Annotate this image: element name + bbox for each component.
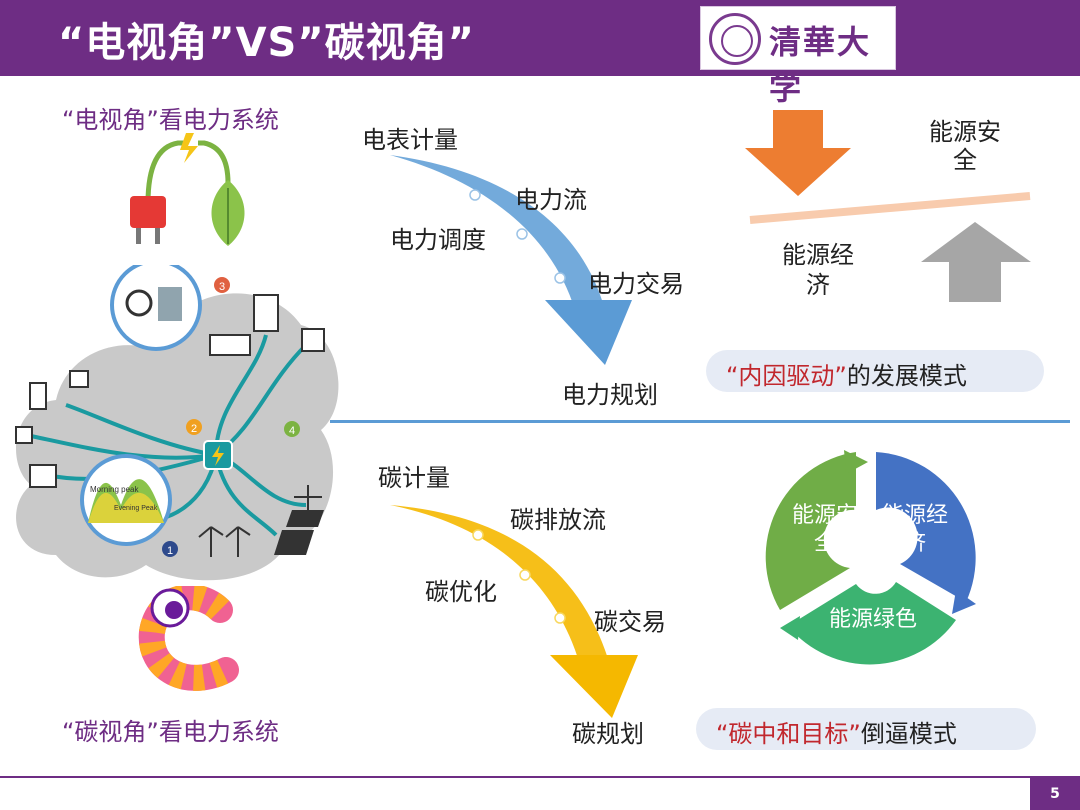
morning-peak-label: Morning peak bbox=[90, 485, 139, 494]
energy-cycle-diagram bbox=[765, 450, 976, 665]
flow-top-step-1: 电力流 bbox=[515, 186, 587, 214]
seal-icon bbox=[709, 13, 761, 65]
energy-economy-label: 能源经济 bbox=[782, 241, 854, 299]
logo-text: 清華大学 bbox=[769, 23, 872, 107]
badge-3: 3 bbox=[219, 281, 225, 293]
tsinghua-logo: 清華大学 bbox=[700, 6, 896, 107]
flow-bottom-start: 碳计量 bbox=[378, 464, 450, 492]
plug-leaf-icon bbox=[130, 133, 245, 246]
flow-top-step-2: 电力调度 bbox=[390, 226, 486, 254]
bottom-mode-pill: “碳中和目标”倒逼模式 bbox=[696, 708, 1036, 750]
page-number: 5 bbox=[1030, 778, 1080, 810]
badge-2: 2 bbox=[191, 423, 197, 435]
top-mode-highlight: “内因驱动” bbox=[726, 362, 847, 390]
cycle-energy-green: 能源绿色 bbox=[828, 607, 917, 632]
top-mode-pill: “内因驱动”的发展模式 bbox=[706, 350, 1044, 392]
flow-top-start: 电表计量 bbox=[362, 126, 458, 154]
flow-bottom-step-1: 碳排放流 bbox=[510, 506, 606, 534]
carbon-mascot-icon bbox=[138, 586, 239, 691]
carbon-view-label: “碳视角”看电力系统 bbox=[62, 718, 279, 746]
section-divider bbox=[330, 420, 1070, 423]
flow-bottom-end: 碳规划 bbox=[572, 720, 644, 748]
balance-diagram bbox=[745, 110, 1031, 302]
footer-line bbox=[0, 776, 1080, 778]
electric-view-label: “电视角”看电力系统 bbox=[62, 106, 279, 134]
bottom-mode-rest: 倒逼模式 bbox=[860, 720, 957, 748]
flow-top-end: 电力规划 bbox=[562, 381, 658, 409]
electric-flow-arrow bbox=[390, 155, 632, 365]
carbon-flow-arrow bbox=[390, 505, 638, 718]
cycle-energy-economy: 能源经济 bbox=[882, 503, 949, 556]
top-mode-rest: 的发展模式 bbox=[846, 362, 967, 390]
badge-4: 4 bbox=[289, 425, 295, 437]
energy-security-label: 能源安全 bbox=[929, 118, 1001, 174]
page-title: “电视角”VS”碳视角” bbox=[58, 20, 475, 66]
badge-1: 1 bbox=[167, 545, 173, 557]
evening-peak-label: Evening Peak bbox=[114, 505, 158, 512]
flow-bottom-step-3: 碳交易 bbox=[594, 608, 666, 636]
flow-bottom-step-2: 碳优化 bbox=[425, 578, 497, 606]
cycle-energy-security: 能源安全 bbox=[792, 503, 859, 556]
header-bar: “电视角”VS”碳视角” 清華大学 bbox=[0, 0, 1080, 107]
flow-top-step-3: 电力交易 bbox=[588, 270, 684, 298]
bottom-mode-highlight: “碳中和目标” bbox=[716, 720, 861, 748]
energy-system-cloud: Morning peak Evening Peak 3 2 4 1 bbox=[15, 265, 339, 581]
